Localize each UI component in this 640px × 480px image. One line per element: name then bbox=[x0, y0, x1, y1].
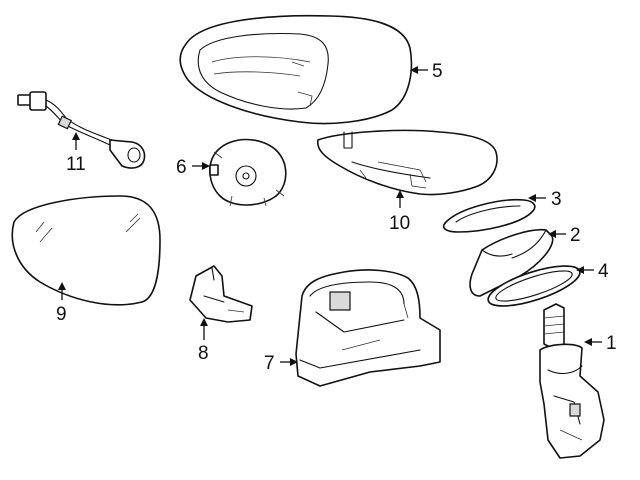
callout-3: 3 bbox=[551, 189, 562, 210]
leader-lines bbox=[58, 66, 602, 366]
part-10-base-trim bbox=[316, 129, 498, 196]
callout-11: 11 bbox=[66, 154, 86, 175]
part-6-motor bbox=[209, 138, 287, 207]
callout-7: 7 bbox=[264, 353, 275, 374]
callout-10: 10 bbox=[389, 213, 410, 234]
part-5-mirror-cover bbox=[179, 14, 413, 125]
callout-4: 4 bbox=[598, 261, 609, 282]
callout-5: 5 bbox=[432, 61, 443, 82]
part-7-module bbox=[295, 269, 441, 387]
part-8-clip bbox=[189, 265, 253, 323]
part-9-mirror-glass bbox=[11, 195, 161, 306]
part-1-pivot bbox=[539, 303, 605, 459]
callout-2: 2 bbox=[570, 225, 581, 246]
part-3-gasket bbox=[442, 198, 536, 233]
callout-1: 1 bbox=[606, 333, 617, 354]
callout-9: 9 bbox=[56, 304, 67, 325]
part-11-wire-harness bbox=[17, 91, 146, 169]
callout-8: 8 bbox=[198, 343, 209, 364]
callout-6: 6 bbox=[176, 157, 187, 178]
part-2-bracket bbox=[469, 228, 554, 297]
callout-labels: 5 11 6 10 3 2 4 9 8 7 1 bbox=[56, 61, 617, 374]
